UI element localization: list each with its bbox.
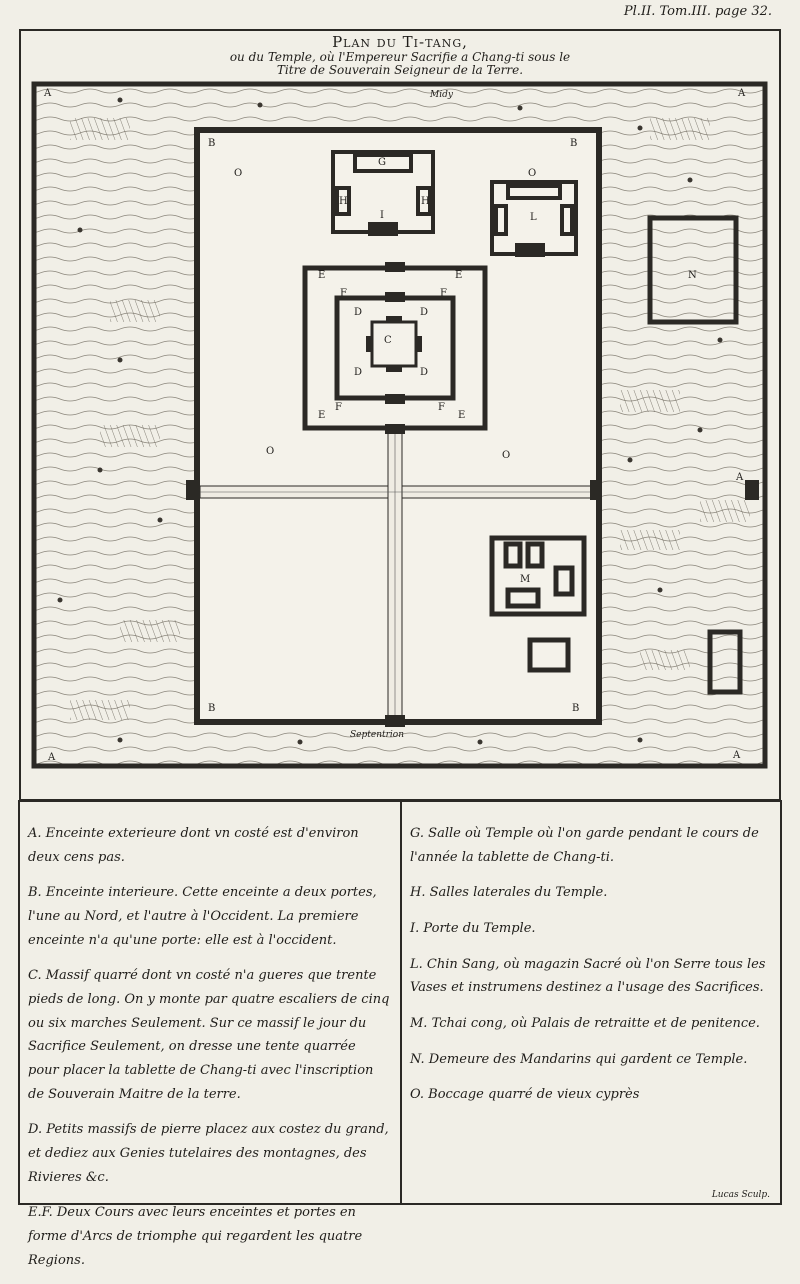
legend-right-column: G. Salle où Temple où l'on garde pendant… <box>410 822 776 1119</box>
legend-divider <box>400 802 402 1203</box>
title-block: Plan du Ti-tang, ou du Temple, où l'Empe… <box>150 34 650 77</box>
label-a-e: A <box>736 472 744 483</box>
legend-entry-b: B. Enceinte interieure. Cette enceinte a… <box>28 885 377 948</box>
label-b-ne: B <box>570 138 578 149</box>
legend-entry-d: D. Petits massifs de pierre placez aux c… <box>28 1122 389 1185</box>
compass-north-label: Septentrion <box>350 730 405 740</box>
label-g: G <box>378 157 386 168</box>
legend-box: A. Enceinte exterieure dont vn costé est… <box>18 800 782 1268</box>
label-e-4: E <box>458 410 466 421</box>
label-a-nw: A <box>44 88 52 99</box>
compass-south-label: Midy <box>430 90 453 100</box>
label-f-4: F <box>438 402 445 413</box>
plan-subtitle-line2: Titre de Souverain Seigneur de la Terre. <box>276 62 524 77</box>
gates <box>186 262 759 727</box>
tree-marks <box>57 97 723 745</box>
label-n: N <box>688 270 697 281</box>
legend-left-column: A. Enceinte exterieure dont vn costé est… <box>28 822 390 1284</box>
label-o-1: O <box>234 168 243 179</box>
plate-reference: Pl.II. Tom.III. page 32. <box>623 4 772 19</box>
label-o-3: O <box>266 446 275 457</box>
legend-entry-a: A. Enceinte exterieure dont vn costé est… <box>28 826 359 865</box>
legend-entry-i: I. Porte du Temple. <box>410 920 536 936</box>
label-b-se: B <box>572 703 580 714</box>
label-f-1: F <box>340 288 347 299</box>
label-l: L <box>530 212 537 223</box>
label-d-2: D <box>420 307 429 318</box>
label-a-ne: A <box>738 88 746 99</box>
label-m: M <box>520 574 531 585</box>
building-n <box>647 215 739 325</box>
label-d-4: D <box>420 367 429 378</box>
label-b-nw: B <box>208 138 216 149</box>
label-a-sw: A <box>48 752 56 763</box>
label-d-1: D <box>354 307 363 318</box>
legend-entry-m: M. Tchai cong, où Palais de retraitte et… <box>410 1015 760 1031</box>
temple-plan-map <box>19 29 781 800</box>
plan-subtitle-line1: ou du Temple, où l'Empereur Sacrifie a C… <box>229 49 571 64</box>
building-m <box>489 535 587 617</box>
legend-entry-c: C. Massif quarré dont vn costé n'a guere… <box>28 968 390 1102</box>
legend-entry-h: H. Salles laterales du Temple. <box>410 885 608 901</box>
label-e-2: E <box>455 270 463 281</box>
engraver-signature: Lucas Sculp. <box>711 1190 770 1200</box>
plan-title: Plan du Ti-tang, <box>332 33 468 51</box>
small-building <box>527 637 571 673</box>
label-e-3: E <box>318 410 326 421</box>
label-b-sw: B <box>208 703 216 714</box>
label-i: I <box>380 210 384 221</box>
massif-c <box>366 316 422 372</box>
legend-entry-ef: E.F. Deux Cours avec leurs enceintes et … <box>28 1205 363 1268</box>
label-e-1: E <box>318 270 326 281</box>
label-h-1: H <box>339 196 348 207</box>
legend-entry-g: G. Salle où Temple où l'on garde pendant… <box>410 826 759 865</box>
label-d-3: D <box>354 367 363 378</box>
small-building-east <box>707 629 743 695</box>
label-o-4: O <box>502 450 511 461</box>
legend-entry-n: N. Demeure des Mandarins qui gardent ce … <box>410 1051 748 1067</box>
label-f-3: F <box>335 402 342 413</box>
label-h-2: H <box>421 196 430 207</box>
label-f-2: F <box>440 288 447 299</box>
label-a-se: A <box>733 750 741 761</box>
legend-entry-l: L. Chin Sang, où magazin Sacré où l'on S… <box>410 956 766 996</box>
field-hatching <box>70 118 750 720</box>
legend-entry-o: O. Boccage quarré de vieux cyprès <box>410 1087 640 1103</box>
label-c: C <box>384 335 392 346</box>
label-o-2: O <box>528 168 537 179</box>
